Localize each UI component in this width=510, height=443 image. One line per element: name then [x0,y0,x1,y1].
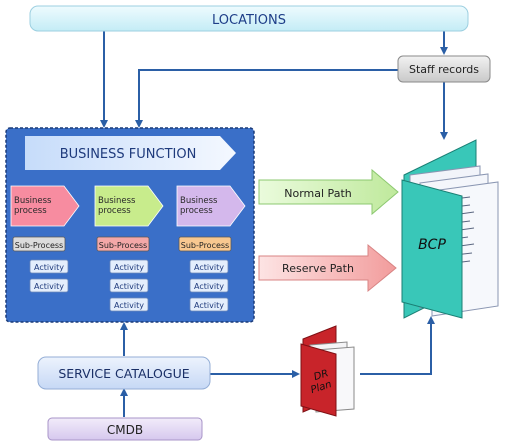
sub-process-box [178,236,232,252]
sub-process-label: Sub-Process [15,241,63,250]
activity-box [109,259,149,274]
connectors [100,30,448,417]
business-process-shape [176,185,246,227]
reserve-path-label: Reserve Path [282,262,354,275]
activity-box [189,259,229,274]
sub-process-box [12,236,66,252]
dr-plan-booklet [300,325,355,417]
activity-box [109,278,149,293]
activity-box [29,278,69,293]
activity-box [189,278,229,293]
sub-process-label: Sub-Process [99,241,147,250]
activity-label: Activity [194,282,224,291]
business-function-banner [25,136,236,170]
bcp-label: BCP [418,237,446,253]
activity-label: Activity [114,263,144,272]
normal-path-arrow [258,168,399,216]
activity-label: Activity [34,263,64,272]
activity-label: Activity [194,301,224,310]
sub-process-box [96,236,150,252]
sub-process-label: Sub-Process [181,241,229,250]
service-catalogue-box [37,356,211,390]
activity-label: Activity [114,282,144,291]
bcp-binder [401,139,499,319]
arrow-staff-to-business [135,69,398,128]
activity-box [29,259,69,274]
arrow-drplan-to-bcp [360,316,435,375]
reserve-path-arrow [258,243,397,293]
staff-records-box [397,55,491,83]
cmdb-box [47,417,203,441]
activity-label: Activity [114,301,144,310]
dr-plan-label-line1: DR [313,368,330,383]
service-catalogue-label: SERVICE CATALOGUE [58,366,189,381]
activity-label: Activity [194,263,224,272]
business-process-shape [94,185,164,227]
business-function-label: BUSINESS FUNCTION [60,147,197,162]
activity-box [189,297,229,312]
staff-records-label: Staff records [409,63,479,76]
locations-box [29,5,469,32]
locations-label: LOCATIONS [212,13,286,28]
business-process-shape [10,185,80,227]
normal-path-label: Normal Path [284,187,351,200]
activity-box [109,297,149,312]
cmdb-label: CMDB [107,423,143,437]
activity-label: Activity [34,282,64,291]
